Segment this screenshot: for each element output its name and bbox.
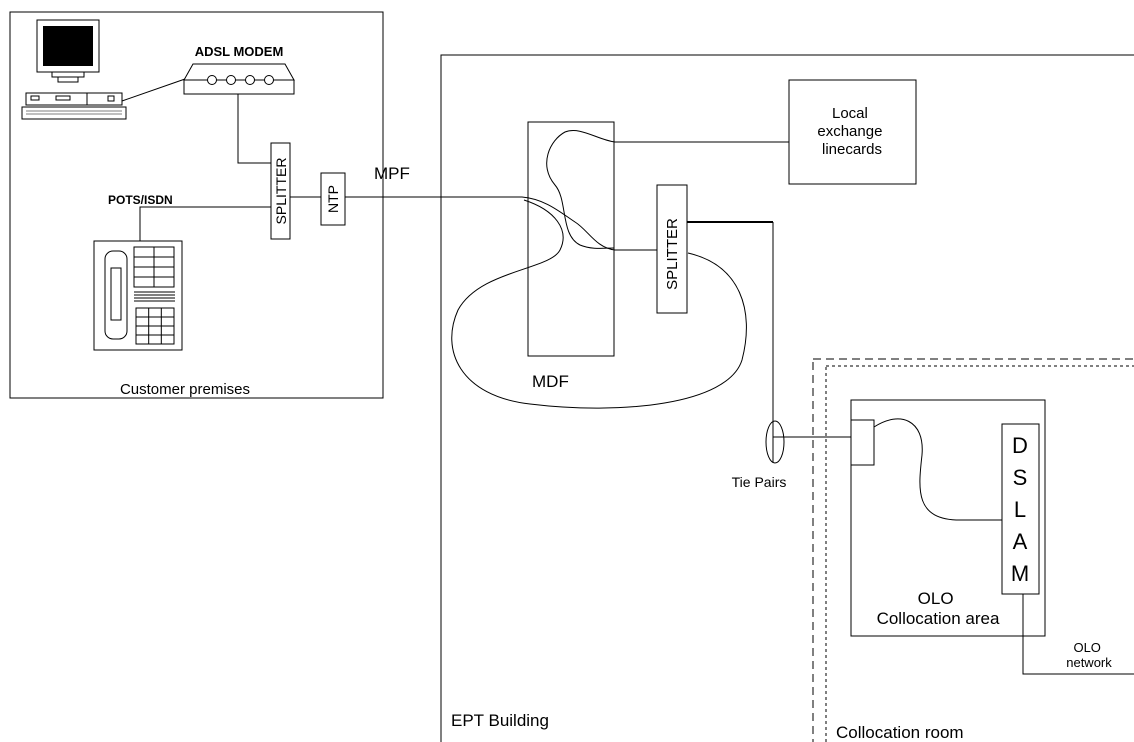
dslam-letter-d: D bbox=[1012, 433, 1028, 458]
dslam-box bbox=[1001, 423, 1040, 595]
dslam-letter-s: S bbox=[1013, 465, 1028, 490]
olo-network-line-2: network bbox=[1066, 655, 1112, 670]
olo-collocation-area-line-2: Collocation area bbox=[877, 609, 1000, 628]
olo-network-line-1: OLO bbox=[1073, 640, 1100, 655]
linecards-label-line-1: Local bbox=[832, 105, 868, 122]
building-splitter-label: SPLITTER bbox=[664, 218, 681, 290]
phone-to-splitter-cable bbox=[139, 206, 271, 241]
olo-collocation-area-label: OLO Collocation area bbox=[877, 589, 1000, 628]
dslam-letter-l: L bbox=[1014, 497, 1026, 522]
collocation-termination-block bbox=[850, 419, 875, 466]
mdf-label: MDF bbox=[532, 372, 569, 391]
dslam-letter-m: M bbox=[1011, 561, 1029, 586]
mdf-jumper-loop bbox=[451, 199, 747, 409]
collocation-jumper-to-dslam bbox=[873, 418, 1002, 521]
linecards-label: Local exchange linecards bbox=[817, 105, 886, 158]
tie-pairs-label: Tie Pairs bbox=[732, 474, 787, 490]
mdf-jumper-to-linecards bbox=[546, 130, 789, 249]
linecards-box bbox=[788, 79, 917, 185]
adsl-modem-label: ADSL MODEM bbox=[195, 44, 284, 59]
modem-to-splitter-cable bbox=[237, 94, 271, 164]
linecards-label-line-2: exchange bbox=[817, 123, 882, 140]
pots-isdn-label: POTS/ISDN bbox=[108, 193, 173, 207]
building-splitter-box bbox=[656, 184, 688, 314]
telephone-icon bbox=[93, 240, 183, 351]
mpf-line bbox=[345, 196, 657, 251]
tie-pairs-bundle bbox=[765, 420, 785, 464]
customer-splitter-label: SPLITTER bbox=[273, 158, 289, 225]
computer-to-modem-cable bbox=[121, 78, 186, 102]
ept-building-label: EPT Building bbox=[451, 711, 549, 730]
olo-network-label: OLO network bbox=[1066, 640, 1112, 670]
collocation-room-boundary-inner bbox=[825, 365, 1134, 742]
customer-premises-label: Customer premises bbox=[120, 381, 250, 398]
mdf-box bbox=[527, 121, 615, 357]
linecards-label-line-3: linecards bbox=[822, 141, 882, 158]
mpf-label: MPF bbox=[374, 164, 410, 183]
ntp-label: NTP bbox=[325, 185, 341, 213]
olo-collocation-area-box bbox=[850, 399, 1046, 637]
olo-collocation-area-line-1: OLO bbox=[918, 589, 954, 608]
ntp-box bbox=[320, 172, 346, 226]
collocation-room-boundary-outer bbox=[812, 358, 1134, 742]
desktop-computer-icon bbox=[21, 19, 127, 120]
ept-building-boundary bbox=[440, 54, 1134, 742]
customer-splitter-box bbox=[270, 142, 291, 240]
dslam-letter-a: A bbox=[1013, 529, 1028, 554]
collocation-room-label: Collocation room bbox=[836, 723, 964, 742]
adsl-modem-icon bbox=[183, 63, 295, 95]
dslam-to-olo-network-line bbox=[1022, 594, 1134, 675]
